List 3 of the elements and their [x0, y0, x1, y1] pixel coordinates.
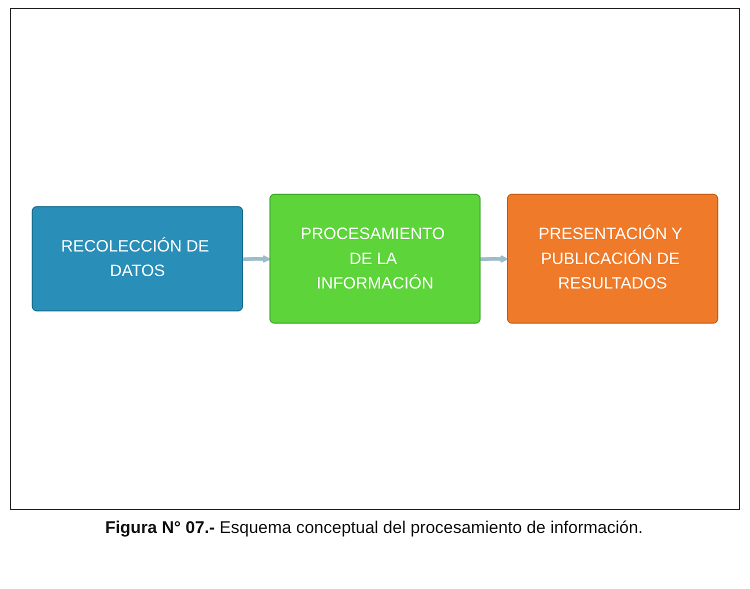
arrow — [242, 255, 271, 264]
figure-caption: Figura N° 07.- Esquema conceptual del procesamiento de información. — [104, 518, 644, 538]
arrow — [480, 255, 508, 264]
